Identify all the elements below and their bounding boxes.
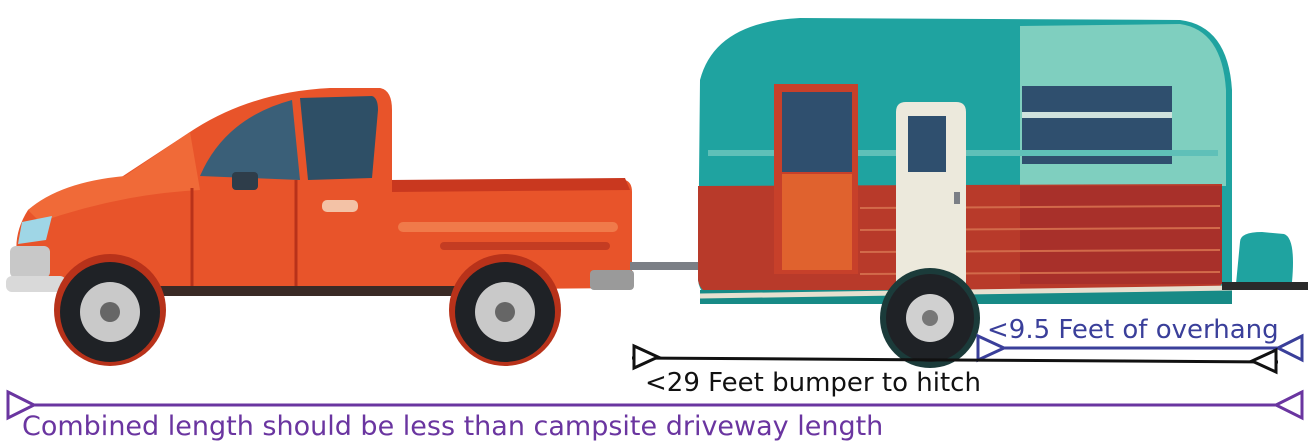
truck-rear-wheel xyxy=(455,262,555,362)
trailer-wheel xyxy=(886,274,974,362)
truck-door-handle xyxy=(322,200,358,212)
trailer-front-door-window xyxy=(782,92,852,172)
trailer-window-frame xyxy=(1022,112,1172,118)
truck-front-bumper xyxy=(6,276,66,292)
trailer-rear-bumper xyxy=(1222,282,1308,290)
trailer-door-handle xyxy=(954,192,960,204)
truck-mirror xyxy=(232,172,258,190)
overhang-label: <9.5 Feet of overhang xyxy=(987,317,1279,343)
overhang-right-arrow-icon xyxy=(1278,336,1302,360)
truck-rear-window xyxy=(300,96,378,180)
trailer-front-door-panel xyxy=(782,174,852,270)
truck-bed-stripe xyxy=(398,222,618,232)
truck-rear-bumper xyxy=(590,270,634,290)
bumper-to-hitch-label: <29 Feet bumper to hitch xyxy=(645,370,981,396)
combined-right-arrow-icon xyxy=(1276,392,1302,418)
truck-grille xyxy=(10,246,50,278)
truck-bed-stripe-2 xyxy=(440,242,610,250)
bumper-right-arrow-icon xyxy=(1252,350,1276,372)
trailer-rear-cap xyxy=(1236,232,1293,284)
combined-length-label: Combined length should be less than camp… xyxy=(22,413,883,440)
truck-rocker xyxy=(160,286,460,296)
pickup-truck xyxy=(6,88,634,366)
truck-bed-rail xyxy=(388,178,630,192)
truck-front-wheel xyxy=(60,262,160,362)
trailer-side-door-window xyxy=(908,116,946,172)
bumper-left-arrow-icon xyxy=(634,346,658,368)
trailer-lower-band xyxy=(1020,186,1222,284)
hitch-bar xyxy=(630,262,700,270)
